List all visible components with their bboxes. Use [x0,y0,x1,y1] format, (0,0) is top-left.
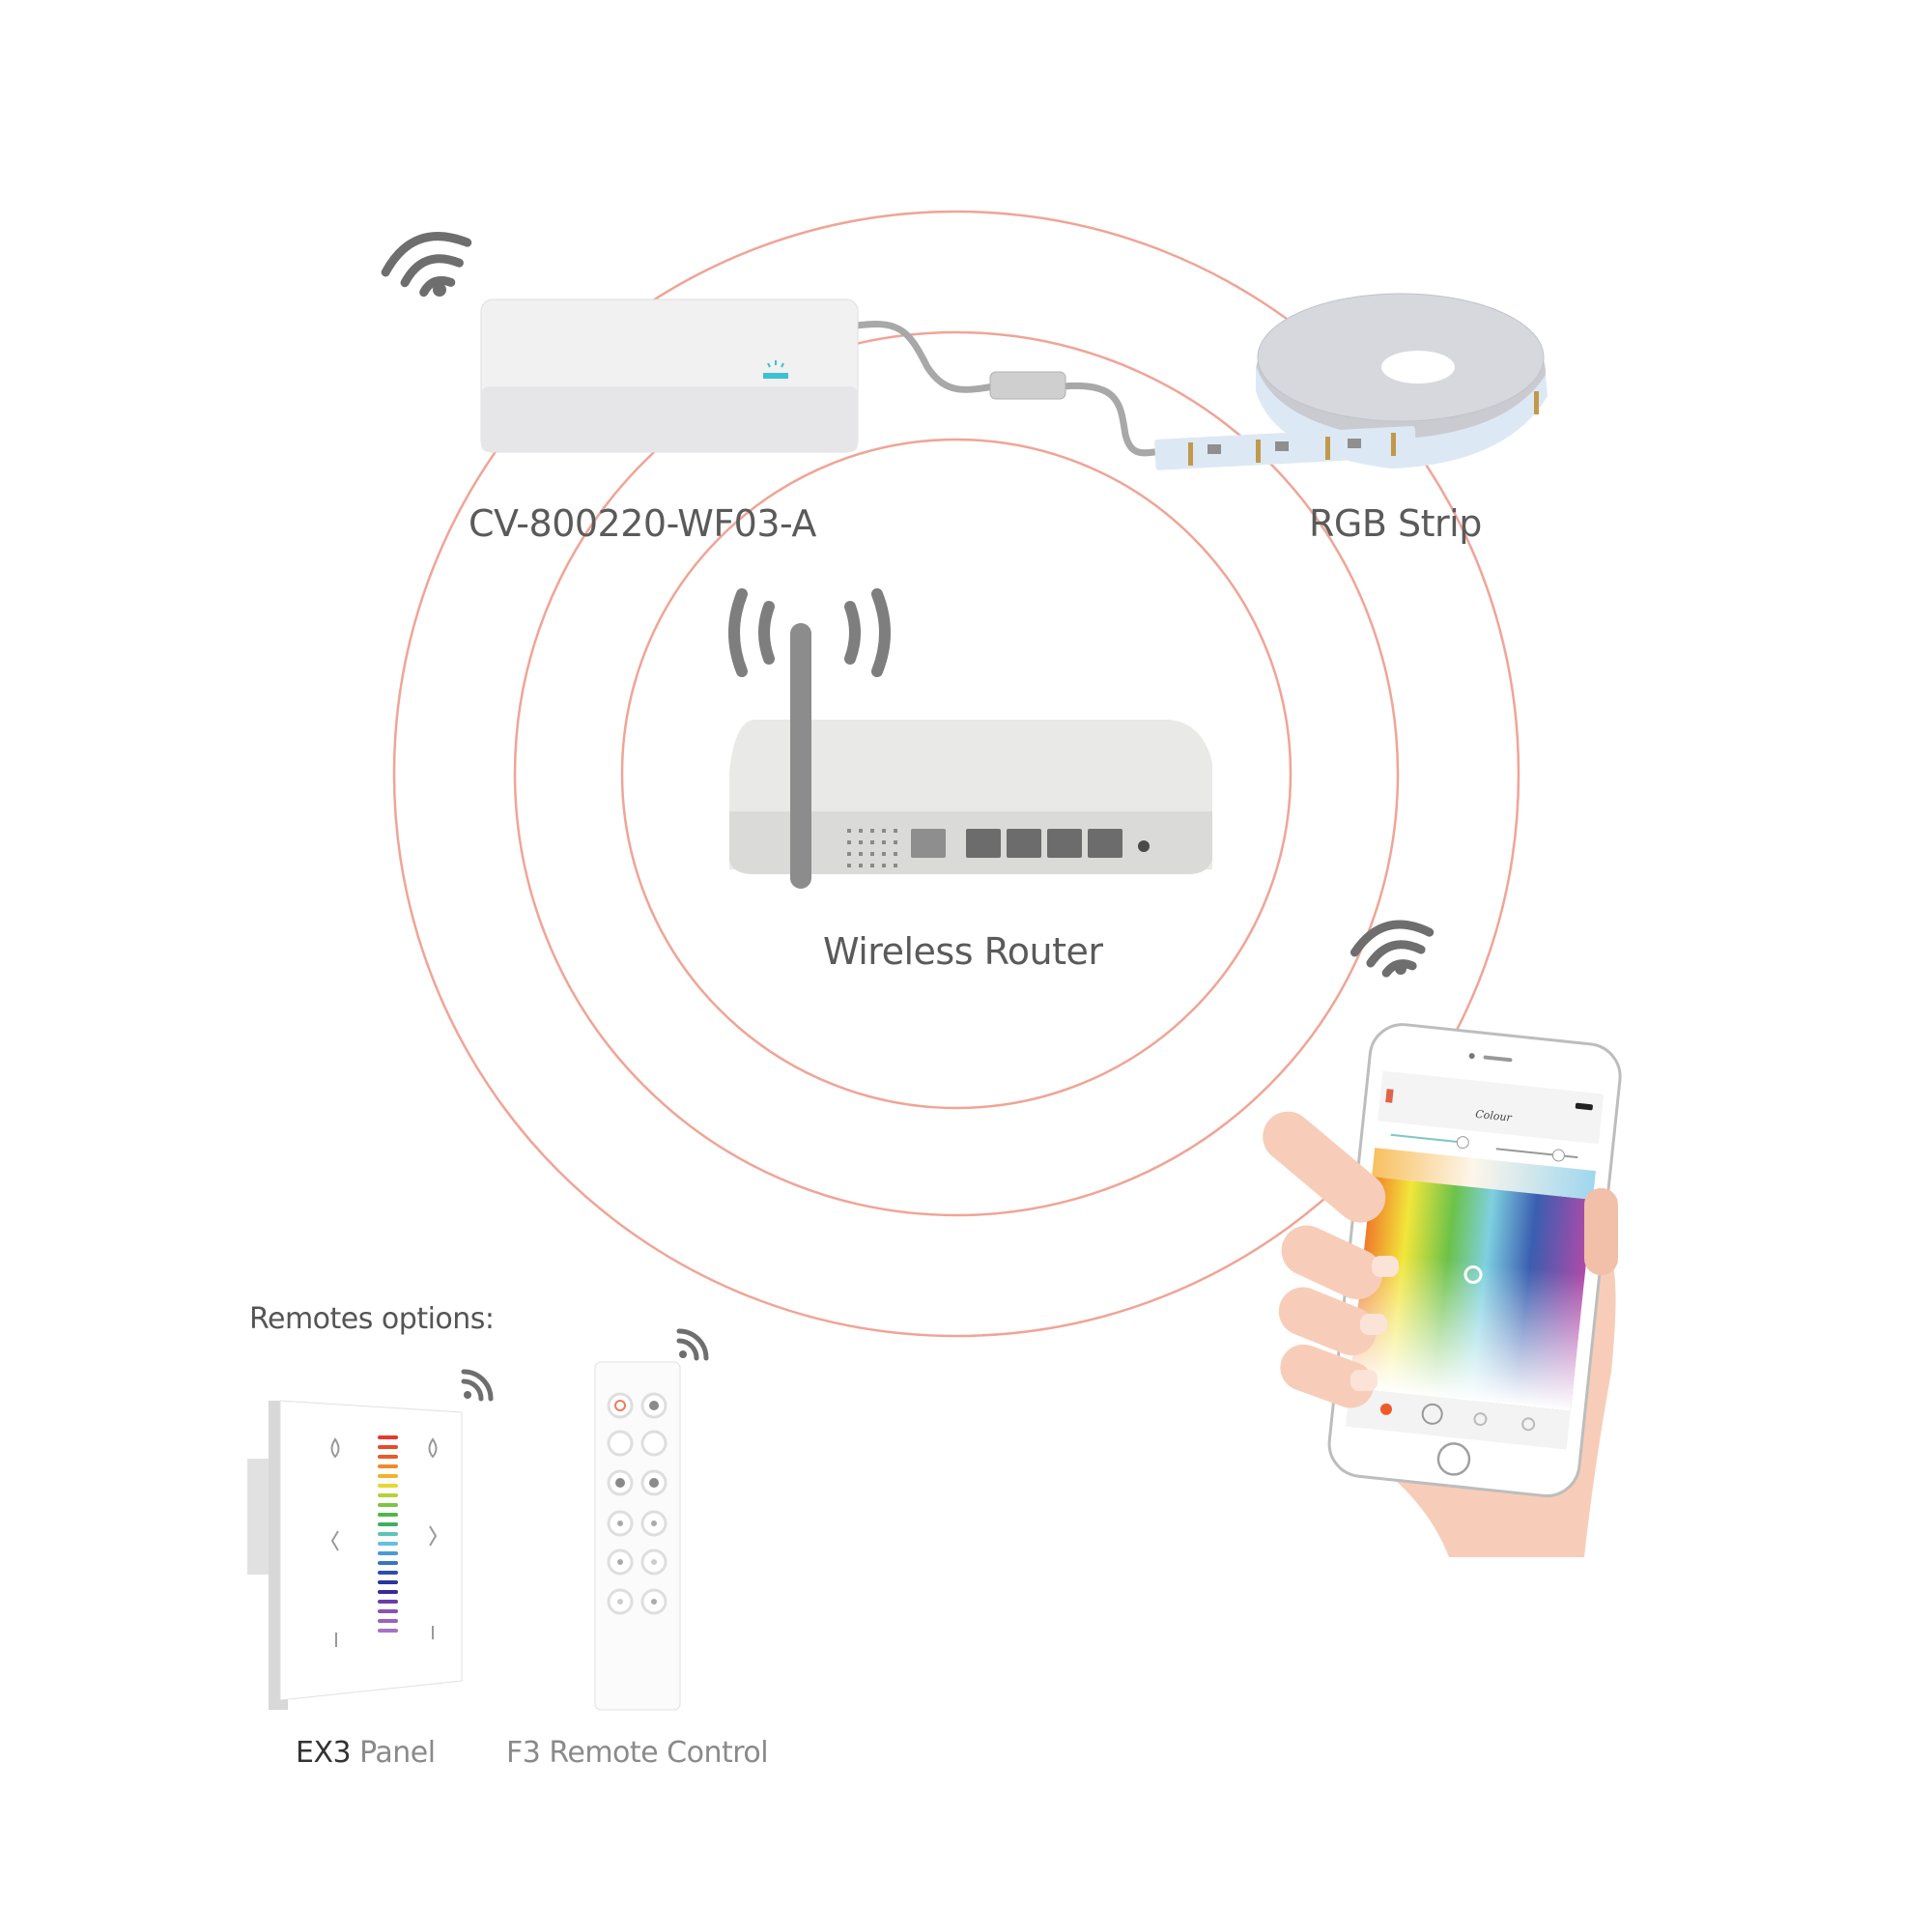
rgb-strip-label: RGB Strip [1309,502,1482,545]
ex3-panel-label: EX3 Panel [296,1736,436,1770]
rgb-strip-reel [1154,293,1548,470]
f3-remote-label: F3 Remote Control [506,1736,769,1770]
router-label: Wireless Router [823,930,1103,973]
controller-device [480,298,859,453]
ex3-model: EX3 [296,1736,352,1770]
signal-waves-icon [728,588,891,677]
ex3-type: Panel [351,1736,436,1770]
remotes-heading: Remotes options: [249,1302,495,1336]
phone-screen-title: Colour [1475,1108,1513,1124]
controller-label: CV-800220-WF03-A [469,502,816,545]
phone: Colour [1327,1023,1622,1497]
